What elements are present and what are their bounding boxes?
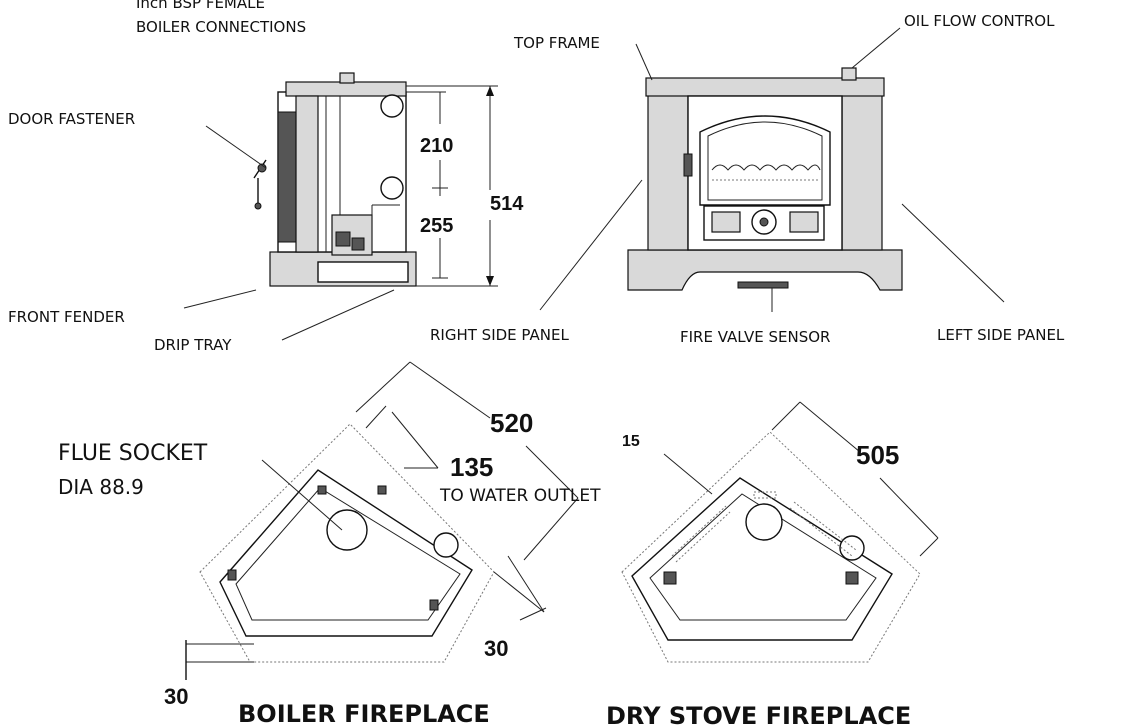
boiler-plan-outline xyxy=(219,469,473,637)
right-side-panel-shape xyxy=(647,91,689,251)
water-outlet-circle xyxy=(433,532,459,558)
stove-plan-outline xyxy=(631,477,893,641)
drip-tray-label: DRIP TRAY xyxy=(154,336,232,354)
dimension-514: 514 xyxy=(490,193,524,215)
boiler-connections-label-line1: Inch BSP FEMALE xyxy=(136,0,265,12)
stove-flue-circle xyxy=(745,503,783,541)
top-frame-label: TOP FRAME xyxy=(513,34,600,52)
side-view xyxy=(253,72,498,287)
drip-tray-shape xyxy=(317,261,409,283)
front-door-handle xyxy=(683,153,693,177)
boiler-connection-lower xyxy=(380,176,404,200)
right-side-panel-label: RIGHT SIDE PANEL xyxy=(430,326,569,344)
boiler-plan-view xyxy=(185,361,579,680)
leader-lines xyxy=(183,27,1005,341)
boiler-connection-upper xyxy=(380,94,404,118)
oil-flow-knob xyxy=(841,67,857,81)
side-door-plate xyxy=(277,111,297,243)
dry-stove-plan-view xyxy=(621,401,939,663)
front-base xyxy=(627,249,903,291)
boiler-connections-label-line2: BOILER CONNECTIONS xyxy=(136,18,306,36)
dimension-135: 135 xyxy=(450,452,493,482)
stove-rear-circle xyxy=(839,535,865,561)
dimension-30-right: 30 xyxy=(484,636,508,661)
flue-socket-label-line2: DIA 88.9 xyxy=(58,475,144,499)
side-top-knob xyxy=(339,72,355,84)
top-frame-shape xyxy=(645,77,885,97)
flue-socket-label-line1: FLUE SOCKET xyxy=(58,441,208,466)
dimension-520: 520 xyxy=(490,408,533,438)
left-side-panel-shape xyxy=(841,91,883,251)
door-window xyxy=(699,115,831,206)
dry-stove-fireplace-title: DRY STOVE FIREPLACE xyxy=(606,702,911,727)
dimension-30-left: 30 xyxy=(164,684,188,709)
front-fender-label: FRONT FENDER xyxy=(8,308,125,326)
side-top-cap xyxy=(285,81,407,97)
dimension-210: 210 xyxy=(420,135,453,157)
boiler-fireplace-title: BOILER FIREPLACE xyxy=(238,700,490,727)
door-fastener-label: DOOR FASTENER xyxy=(8,110,135,128)
boiler-outer-outline xyxy=(199,423,495,663)
stove-outer-outline xyxy=(621,431,921,663)
left-side-panel-label: LEFT SIDE PANEL xyxy=(937,326,1065,344)
dimension-15: 15 xyxy=(622,433,640,450)
oil-flow-control-label: OIL FLOW CONTROL xyxy=(904,12,1055,30)
flue-socket-circle xyxy=(326,509,368,551)
front-view xyxy=(627,67,903,291)
side-front-frame xyxy=(295,95,319,253)
dimension-255: 255 xyxy=(420,215,453,237)
dimension-505: 505 xyxy=(856,440,899,470)
fire-valve-sensor-shape xyxy=(737,281,789,289)
to-water-outlet-label: TO WATER OUTLET xyxy=(439,486,601,506)
fire-valve-sensor-label: FIRE VALVE SENSOR xyxy=(680,328,830,346)
